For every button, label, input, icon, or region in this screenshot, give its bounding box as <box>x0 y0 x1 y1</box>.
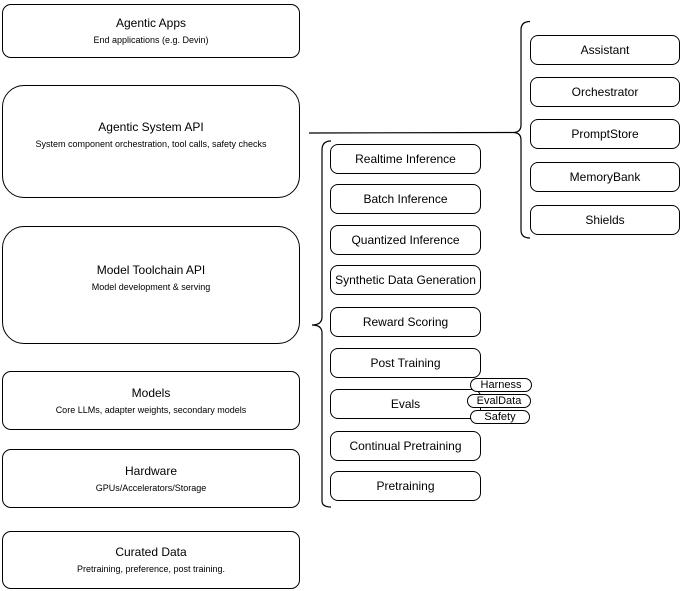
eval-tag-harness: Harness <box>470 378 532 392</box>
box-subtitle: Pretraining, preference, post training. <box>76 564 226 574</box>
layer-box-model-toolchain-api: Model Toolchain API Model development & … <box>2 226 300 344</box>
component-label: MemoryBank <box>569 170 641 184</box>
component-label: PromptStore <box>571 127 639 141</box>
box-subtitle: System component orchestration, tool cal… <box>35 138 267 149</box>
service-box-realtime-inference: Realtime Inference <box>330 144 481 174</box>
layer-box-hardware: Hardware GPUs/Accelerators/Storage <box>2 449 300 508</box>
box-subtitle: GPUs/Accelerators/Storage <box>95 482 207 493</box>
service-label: Continual Pretraining <box>349 439 462 453</box>
box-title: Agentic System API <box>98 119 204 134</box>
layer-box-curated-data: Curated Data Pretraining, preference, po… <box>2 531 300 589</box>
system-api-to-components-line <box>308 131 515 134</box>
layer-box-agentic-apps: Agentic Apps End applications (e.g. Devi… <box>2 4 300 58</box>
eval-tag-evaldata: EvalData <box>467 394 531 408</box>
box-subtitle: End applications (e.g. Devin) <box>93 35 209 45</box>
service-box-continual-pretraining: Continual Pretraining <box>330 431 481 461</box>
service-box-evals: Evals <box>330 389 481 419</box>
box-title: Curated Data <box>115 545 187 559</box>
service-label: Synthetic Data Generation <box>335 273 476 287</box>
service-label: Realtime Inference <box>355 152 456 166</box>
service-label: Post Training <box>370 356 441 370</box>
component-box-promptstore: PromptStore <box>530 119 680 149</box>
component-label: Assistant <box>580 43 630 57</box>
box-title: Models <box>131 385 171 400</box>
component-box-shields: Shields <box>530 205 680 235</box>
service-box-batch-inference: Batch Inference <box>330 184 481 214</box>
box-title: Agentic Apps <box>115 16 187 30</box>
box-subtitle: Model development & serving <box>91 282 211 292</box>
eval-tag-safety: Safety <box>470 410 530 424</box>
layer-box-agentic-system-api: Agentic System API System component orch… <box>2 85 300 198</box>
component-label: Orchestrator <box>571 85 639 99</box>
tag-label: Safety <box>484 411 516 423</box>
toolchain-brace <box>311 140 332 508</box>
tag-label: EvalData <box>476 395 522 407</box>
components-brace <box>513 20 531 239</box>
component-box-assistant: Assistant <box>530 35 680 65</box>
component-box-memorybank: MemoryBank <box>530 162 680 192</box>
service-box-pretraining: Pretraining <box>330 471 481 501</box>
service-box-post-training: Post Training <box>330 348 481 378</box>
layer-box-models: Models Core LLMs, adapter weights, secon… <box>2 371 300 430</box>
tag-label: Harness <box>480 379 522 391</box>
component-box-orchestrator: Orchestrator <box>530 77 680 107</box>
service-box-reward-scoring: Reward Scoring <box>330 307 481 337</box>
box-title: Model Toolchain API <box>96 263 206 277</box>
box-subtitle: Core LLMs, adapter weights, secondary mo… <box>55 404 247 415</box>
service-label: Pretraining <box>376 479 435 493</box>
component-label: Shields <box>585 213 625 227</box>
service-box-synthetic-data-generation: Synthetic Data Generation <box>330 265 481 295</box>
service-label: Reward Scoring <box>362 315 449 329</box>
service-box-quantized-inference: Quantized Inference <box>330 225 481 255</box>
service-label: Evals <box>390 397 421 411</box>
service-label: Batch Inference <box>363 192 448 206</box>
service-label: Quantized Inference <box>351 233 460 247</box>
box-title: Hardware <box>124 463 178 478</box>
